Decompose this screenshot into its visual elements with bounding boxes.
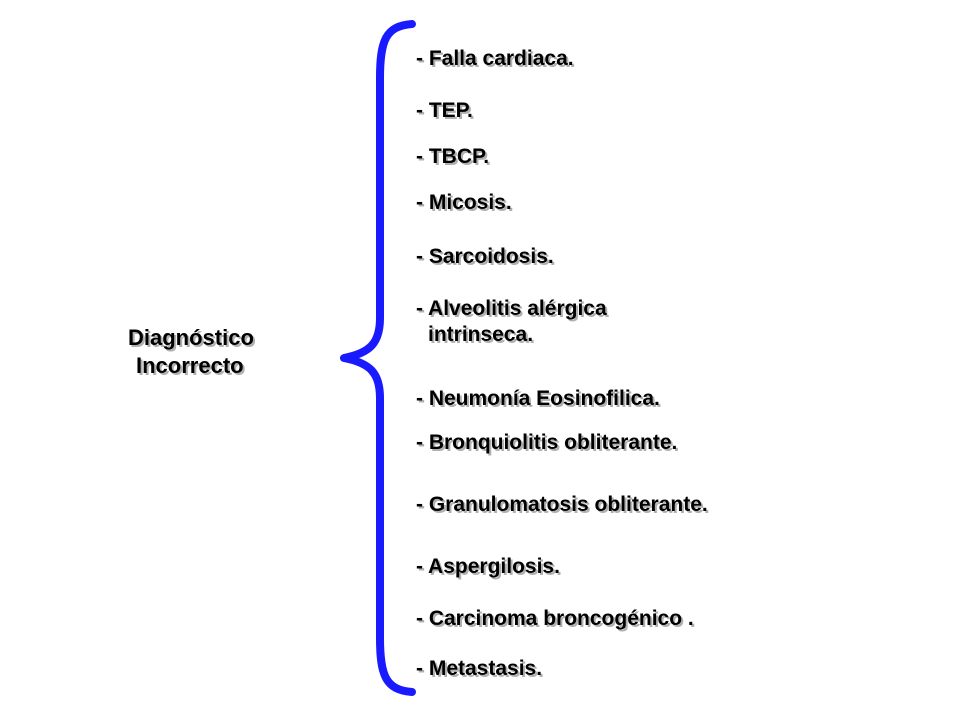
list-item-metastasis: - Metastasis.	[416, 656, 542, 682]
list-item-text: - Micosis.	[416, 191, 512, 214]
list-item-text: - TBCP.	[416, 145, 490, 168]
list-item-alveolitis: - Alveolitis alérgica intrinseca.	[416, 296, 607, 348]
list-item-text: - TEP.	[416, 99, 473, 122]
list-item-text: - Falla cardiaca.	[416, 47, 574, 70]
list-item-text: - Bronquiolitis obliterante.	[416, 431, 678, 454]
list-item-bronquiolitis: - Bronquiolitis obliterante.	[416, 430, 677, 456]
list-item-neumonia: - Neumonía Eosinofilica.	[416, 386, 660, 412]
list-item-continuation: intrinseca.	[428, 323, 534, 346]
list-item-text: - Alveolitis alérgica	[416, 297, 607, 320]
curly-brace	[340, 20, 416, 696]
list-item-tep: - TEP.	[416, 98, 473, 124]
diagnosis-label-line-1: Diagnóstico	[128, 325, 254, 350]
list-item-text: - Granulomatosis obliterante.	[416, 493, 708, 516]
list-item-aspergilosis: - Aspergilosis.	[416, 554, 560, 580]
list-item-micosis: - Micosis.	[416, 190, 512, 216]
brace-path	[340, 20, 416, 696]
list-item-granulomatosis: - Granulomatosis obliterante.	[416, 492, 708, 518]
diagnosis-label: Diagnóstico Incorrecto	[128, 324, 254, 380]
list-item-falla-cardiaca: - Falla cardiaca.	[416, 46, 574, 72]
list-item-carcinoma: - Carcinoma broncogénico .	[416, 606, 694, 632]
diagnosis-label-line-2: Incorrecto	[136, 353, 244, 378]
list-item-text: - Sarcoidosis.	[416, 245, 554, 268]
list-item-text: - Metastasis.	[416, 657, 543, 680]
list-item-text: - Neumonía Eosinofilica.	[416, 387, 660, 410]
list-item-sarcoidosis: - Sarcoidosis.	[416, 244, 554, 270]
list-item-text: - Carcinoma broncogénico .	[416, 607, 694, 630]
list-item-tbcp: - TBCP.	[416, 144, 489, 170]
list-item-text: - Aspergilosis.	[416, 555, 560, 578]
